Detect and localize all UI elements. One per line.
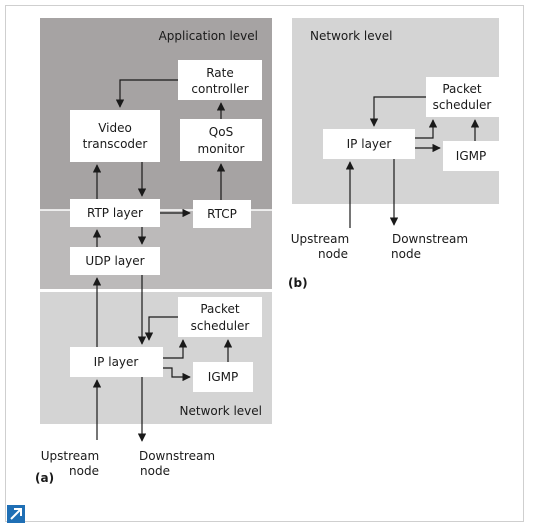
rtp-layer-box <box>70 199 160 227</box>
downstream-node-label-b-line1: Downstream <box>392 232 468 246</box>
rate-controller-label-line1: Rate <box>206 66 234 80</box>
downstream-node-label-b-line2: node <box>391 247 421 261</box>
rate-controller-label-line2: controller <box>191 82 248 96</box>
qos-monitor-box <box>180 119 262 161</box>
ip-layer-box-b <box>323 129 415 159</box>
packet-scheduler-label-a-line2: scheduler <box>191 319 250 333</box>
expand-arrow-icon[interactable] <box>7 505 25 523</box>
packet-scheduler-box-b <box>426 77 499 117</box>
upstream-node-label-a-line2: node <box>69 464 99 478</box>
video-transcoder-box <box>70 110 160 162</box>
rate-controller-box <box>178 60 262 100</box>
downstream-node-label-a-line1: Downstream <box>139 449 215 463</box>
igmp-box-b <box>443 141 499 171</box>
upstream-node-label-b-line2: node <box>318 247 348 261</box>
application-level-label: Application level <box>159 29 258 43</box>
qos-monitor-label-line1: QoS <box>209 125 233 139</box>
upstream-node-label-b-line1: Upstream <box>291 232 349 246</box>
udp-layer-label: UDP layer <box>85 254 144 268</box>
rtp-layer-label: RTP layer <box>87 206 143 220</box>
arrow-ip-to-igmp-a <box>163 367 191 382</box>
ip-layer-label-a: IP layer <box>94 355 139 369</box>
arrow-scheduler-to-ip-b <box>369 96 426 127</box>
downstream-node-label-a-line2: node <box>140 464 170 478</box>
arrow-ip-to-scheduler-a <box>163 339 188 359</box>
network-level-label-b: Network level <box>310 29 392 43</box>
packet-scheduler-label-b-line2: scheduler <box>433 98 492 112</box>
arrow-scheduler-to-udp-a <box>144 316 178 341</box>
rtcp-label: RTCP <box>207 207 237 221</box>
igmp-label-a: IGMP <box>208 370 238 384</box>
qos-monitor-label-line2: monitor <box>198 142 245 156</box>
packet-scheduler-label-b-line1: Packet <box>442 82 482 96</box>
ip-layer-label-b: IP layer <box>347 137 392 151</box>
figure-label-b: (b) <box>288 276 308 290</box>
figure-label-a: (a) <box>35 471 54 485</box>
igmp-label-b: IGMP <box>456 149 486 163</box>
network-level-label-a: Network level <box>180 404 262 418</box>
packet-scheduler-label-a-line1: Packet <box>200 302 240 316</box>
packet-scheduler-box-a <box>178 297 262 337</box>
ip-layer-box-a <box>70 347 163 377</box>
arrow-ip-to-scheduler-b <box>415 119 438 139</box>
rtcp-box <box>193 200 251 228</box>
arrow-rate-controller-to-transcoder <box>115 79 178 108</box>
video-transcoder-label-line2: transcoder <box>83 137 148 151</box>
video-transcoder-label-line1: Video <box>98 121 132 135</box>
igmp-box-a <box>193 362 253 392</box>
upstream-node-label-a-line1: Upstream <box>41 449 99 463</box>
udp-layer-box <box>70 247 160 275</box>
